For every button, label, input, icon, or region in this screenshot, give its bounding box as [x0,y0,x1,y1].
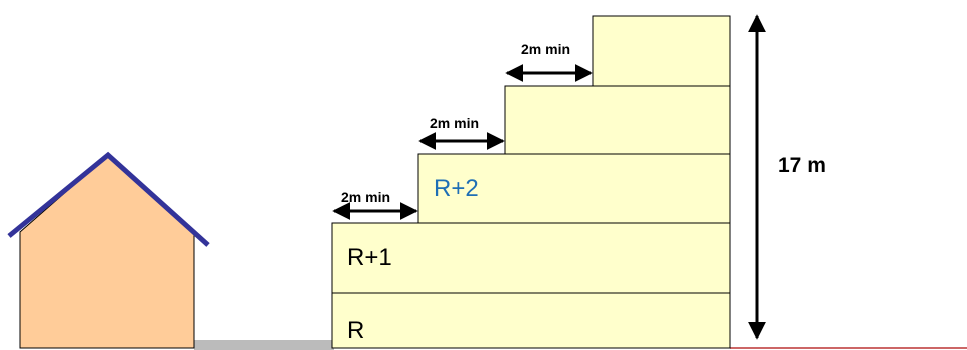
setback-dimension-1: 2m min [332,189,418,220]
height-dimension: 17 m [748,14,826,340]
ground-strip [194,340,334,350]
setback-label-2: 2m min [430,115,479,131]
stepped-building [331,15,731,349]
setback-label-3: 2m min [521,41,570,57]
floor-label-r: R [347,317,364,344]
floor-r1 [331,222,731,294]
house-roof [7,151,210,247]
setback-dimension-2: 2m min [418,115,505,150]
setback-label-1: 2m min [341,189,390,205]
floor-r4 [592,15,731,87]
house-body [19,154,195,349]
floor-r3 [504,85,731,155]
floor-label-r1: R+1 [347,244,392,271]
floor-r [331,292,731,349]
floor-label-r2: R+2 [434,175,479,202]
neighbor-house [7,151,210,349]
setback-dimension-3: 2m min [505,41,593,82]
height-label: 17 m [778,154,826,177]
